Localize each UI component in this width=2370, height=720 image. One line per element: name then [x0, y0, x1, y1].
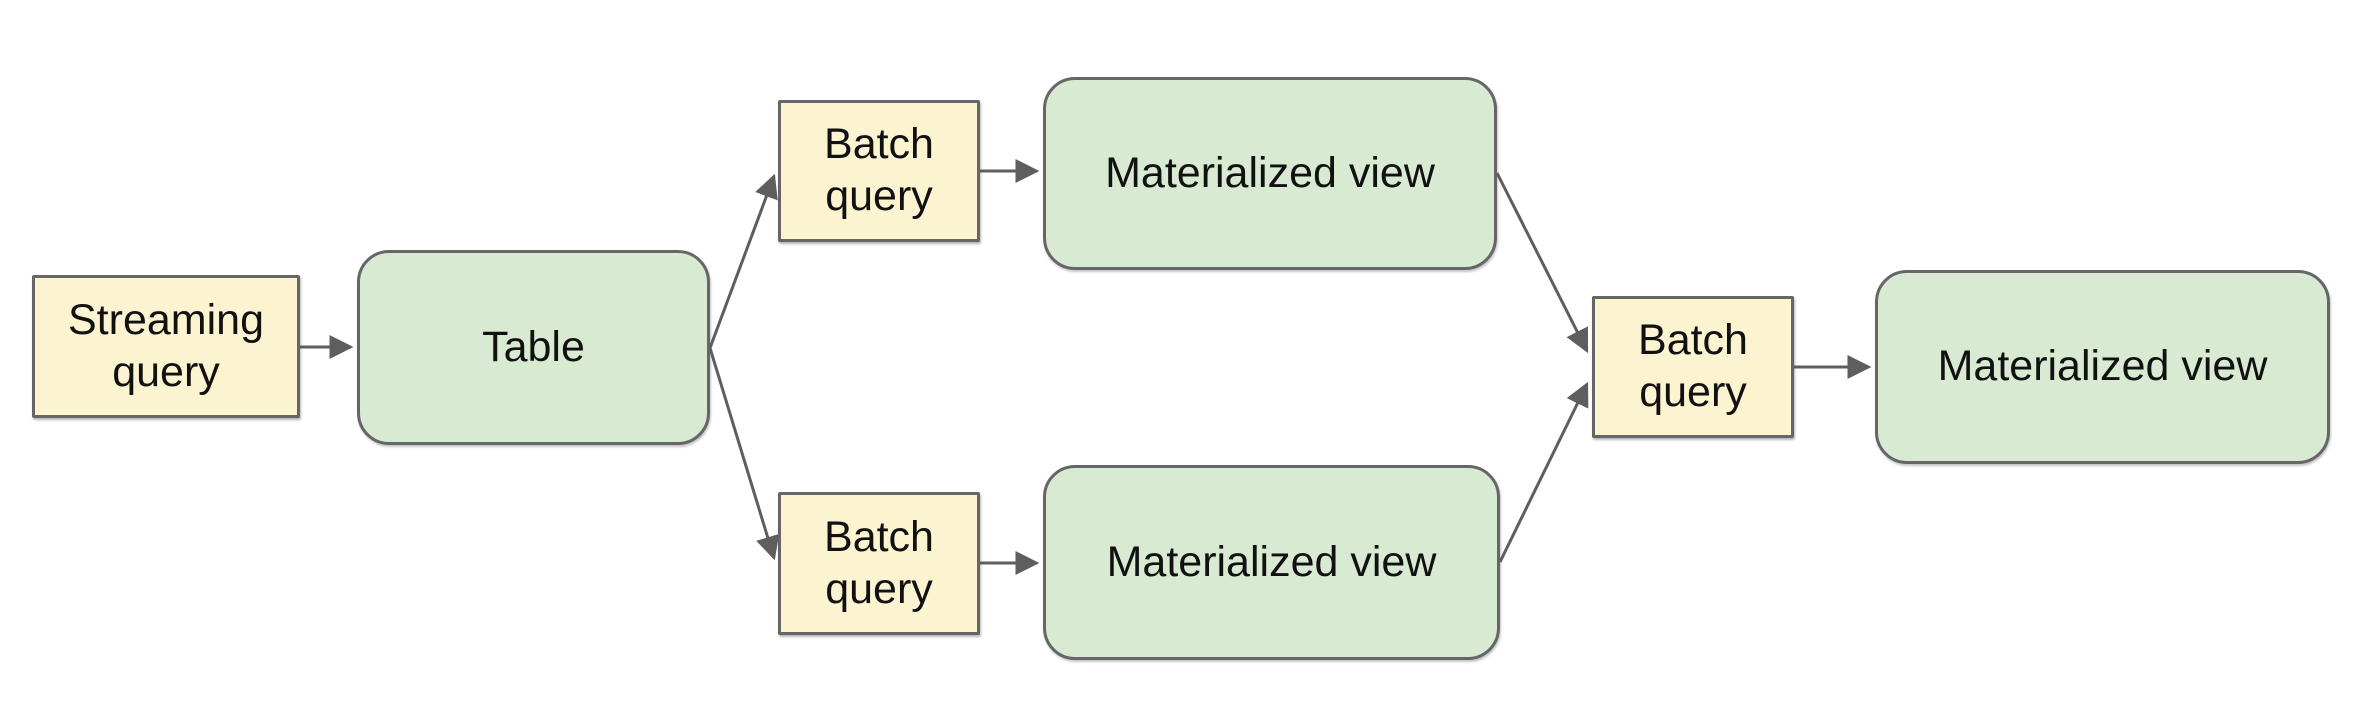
connector-table-to-batch-query-bottom [708, 347, 780, 561]
node-batch-query-bottom[interactable]: Batch query [778, 492, 980, 635]
connector-materialized-view-top-to-batch-query-merge [1495, 172, 1589, 354]
node-batch-query-bottom-label: Batch query [824, 512, 934, 613]
connector-table-to-batch-query-top [708, 173, 778, 349]
node-batch-query-top[interactable]: Batch query [778, 100, 980, 242]
node-materialized-view-final-label: Materialized view [1937, 342, 2268, 391]
node-materialized-view-final[interactable]: Materialized view [1875, 270, 2330, 464]
node-materialized-view-bottom[interactable]: Materialized view [1043, 465, 1500, 660]
node-materialized-view-bottom-label: Materialized view [1106, 537, 1437, 586]
node-materialized-view-top-label: Materialized view [1105, 148, 1435, 197]
node-batch-query-merge-label: Batch query [1638, 316, 1748, 416]
node-batch-query-merge[interactable]: Batch query [1592, 296, 1794, 438]
connector-materialized-view-bottom-to-batch-query-merge [1498, 381, 1589, 563]
node-streaming-query[interactable]: Streaming query [32, 275, 300, 418]
node-streaming-query-label: Streaming query [68, 295, 264, 396]
node-batch-query-top-label: Batch query [824, 120, 934, 220]
node-table-label: Table [482, 322, 585, 371]
node-materialized-view-top[interactable]: Materialized view [1043, 77, 1497, 270]
node-table[interactable]: Table [357, 250, 710, 445]
